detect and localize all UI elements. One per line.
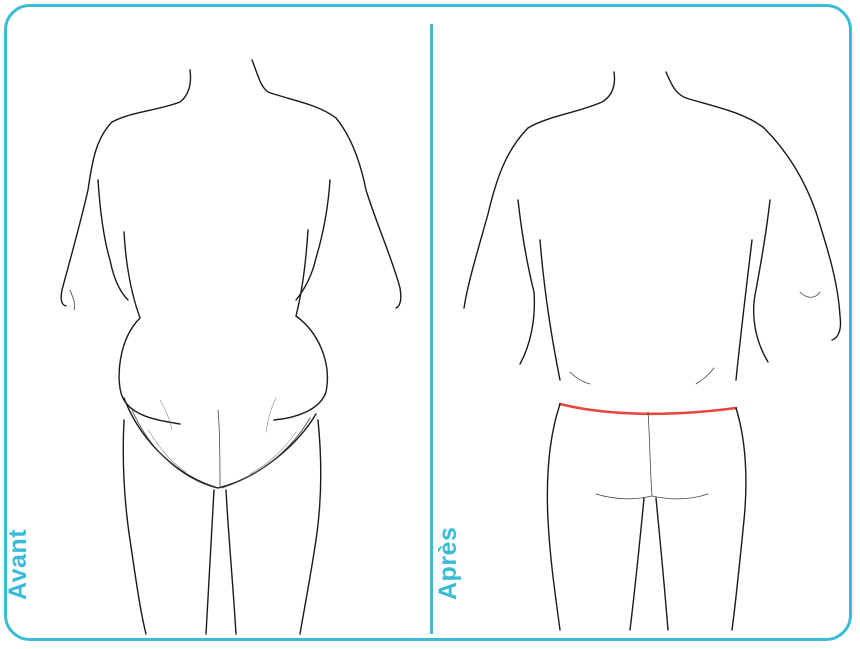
before-label: Avant <box>4 529 33 600</box>
after-label: Après <box>434 527 463 600</box>
before-figure <box>61 60 401 634</box>
after-figure <box>464 72 841 630</box>
